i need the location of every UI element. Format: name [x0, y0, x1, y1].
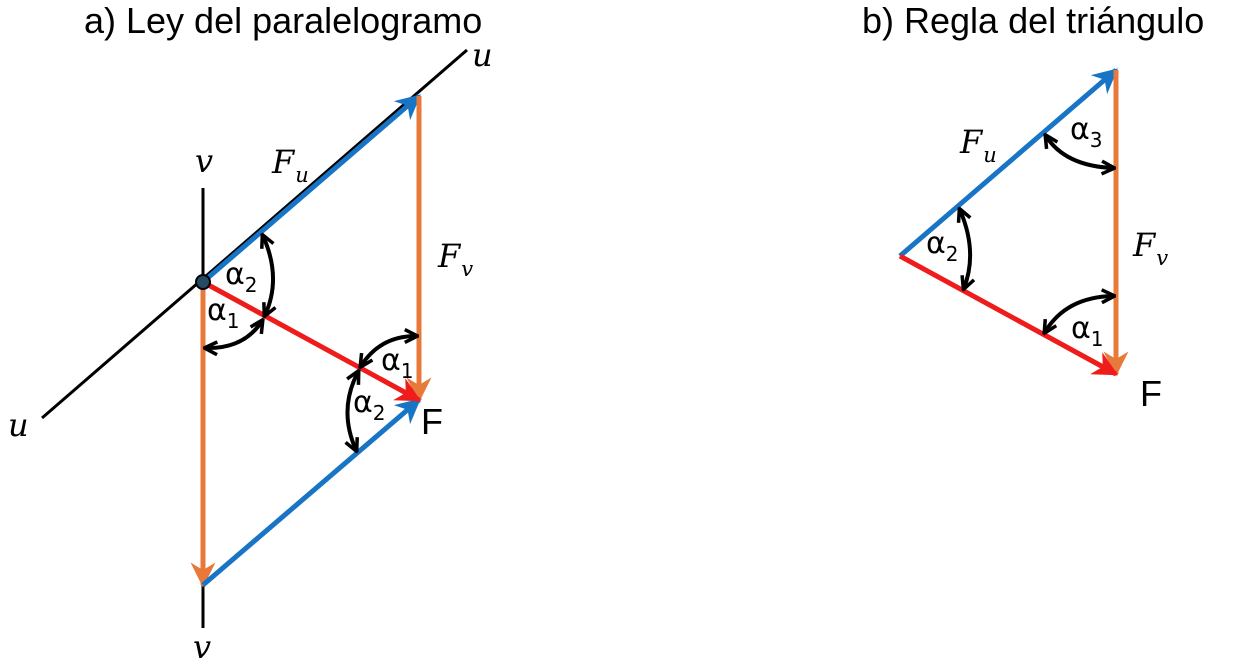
alpha1-triangle-label: α1 — [1071, 311, 1104, 351]
panel-a: a) Ley del paralelogramo u u v v Fu Fv — [8, 0, 493, 666]
alpha2-triangle-label: α2 — [926, 226, 959, 266]
fu-vector-bottom — [201, 398, 421, 587]
alpha1-tip-label: α1 — [381, 343, 414, 383]
angle-arc-alpha2-tip — [347, 372, 358, 450]
f-label: F — [421, 401, 443, 442]
fv-label-sub: v — [461, 257, 473, 281]
fu-label-sub: u — [983, 143, 997, 167]
panel-b: b) Regla del triángulo Fu Fv F α3 α2 α1 — [862, 0, 1204, 414]
panel-b-title: b) Regla del triángulo — [862, 0, 1204, 41]
fv-label-sub: v — [1156, 246, 1168, 270]
fv-label: Fv — [437, 237, 473, 281]
fv-label-triangle: Fv — [1132, 226, 1168, 270]
alpha-symbol: α — [1070, 112, 1090, 147]
alpha-subscript: 1 — [227, 309, 240, 333]
alpha-subscript: 2 — [946, 242, 959, 266]
fu-vector-top — [201, 94, 421, 284]
alpha-symbol: α — [381, 343, 401, 378]
alpha-symbol: α — [207, 293, 227, 328]
u-axis-label-bottom: u — [8, 406, 29, 444]
fu-label-triangle: Fu — [959, 123, 997, 167]
angle-arc-alpha1-origin — [206, 321, 262, 348]
fu-label-main: F — [271, 143, 296, 181]
fv-label-main: F — [1132, 226, 1157, 264]
fu-label-sub: u — [295, 163, 309, 187]
alpha-symbol: α — [926, 226, 946, 261]
angle-arc-alpha2-origin — [263, 236, 273, 315]
alpha-symbol: α — [1071, 311, 1091, 346]
alpha3-label: α3 — [1070, 112, 1103, 152]
alpha1-origin-label: α1 — [207, 293, 240, 333]
alpha-symbol: α — [225, 257, 245, 292]
resultant-f-vector — [201, 279, 422, 403]
panel-a-title: a) Ley del paralelogramo — [84, 0, 482, 41]
alpha-subscript: 1 — [1091, 327, 1104, 351]
angle-arc-alpha2-triangle — [960, 210, 970, 288]
alpha-subscript: 3 — [1090, 128, 1103, 152]
angle-arc-alpha1-triangle — [1045, 296, 1113, 332]
u-axis-label-top: u — [472, 36, 493, 74]
f-label-triangle: F — [1140, 373, 1162, 414]
alpha2-tip-label: α2 — [353, 385, 386, 425]
resultant-f-vector-triangle — [898, 253, 1119, 377]
alpha-subscript: 2 — [373, 401, 386, 425]
fv-label-main: F — [437, 237, 462, 275]
alpha-subscript: 2 — [245, 273, 258, 297]
v-axis-label-bottom: v — [193, 628, 211, 666]
alpha2-origin-label: α2 — [225, 257, 258, 297]
angle-arc-alpha1-tip — [361, 336, 416, 366]
alpha-subscript: 1 — [401, 359, 414, 383]
alpha-symbol: α — [353, 385, 373, 420]
fu-label: Fu — [271, 143, 309, 187]
origin-point — [195, 274, 211, 290]
angle-arc-alpha3 — [1046, 136, 1113, 168]
fu-vector-triangle — [898, 68, 1118, 258]
v-axis-label-top: v — [195, 142, 213, 180]
fu-label-main: F — [959, 123, 984, 161]
